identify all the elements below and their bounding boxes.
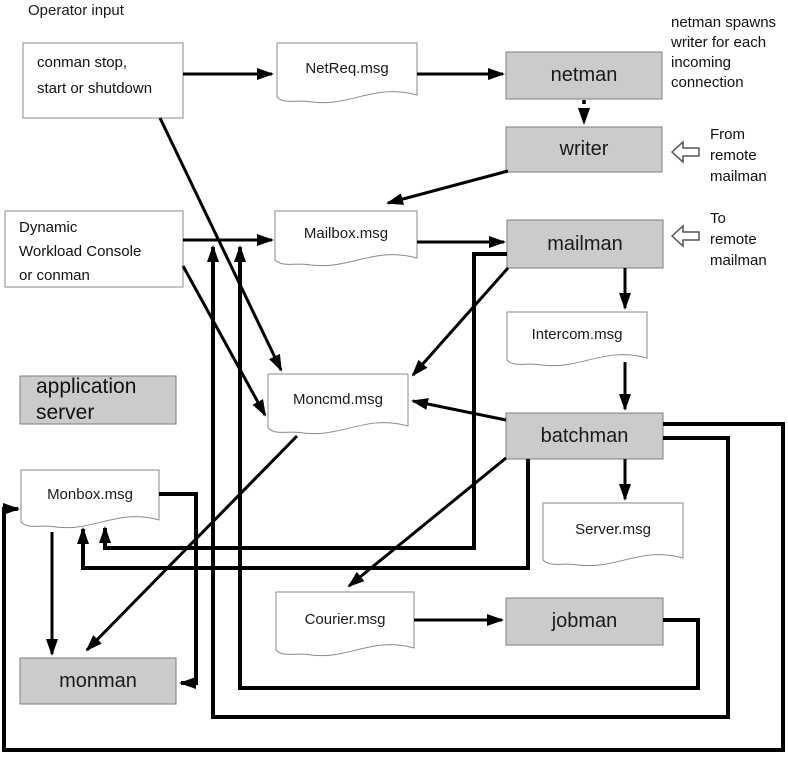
- intercom-label: Intercom.msg: [531, 325, 623, 343]
- edge-batchman-to-monbox-loop: [77, 459, 530, 570]
- batchman-box: [505, 412, 664, 460]
- from-remote-arrow-icon: [670, 140, 700, 164]
- edge-writer-to-mailbox: [386, 169, 509, 205]
- edge-batchman-to-moncmd: [411, 398, 507, 422]
- edge-jobman-feedback-loop: [234, 245, 700, 690]
- jobman-label: jobman: [551, 610, 618, 632]
- netman-box: [505, 51, 663, 100]
- mailman-box: [506, 219, 664, 269]
- courier-doc: [275, 591, 415, 657]
- to-remote-note: To remote mailman: [710, 210, 767, 269]
- netreq-doc: [276, 42, 418, 104]
- application-server-label: application server: [36, 375, 137, 424]
- moncmd-label: Moncmd.msg: [292, 390, 384, 408]
- edge-batchman-feedback-loop: [207, 245, 730, 719]
- batchman-label: batchman: [540, 424, 629, 447]
- edge-dwc-to-moncmd: [181, 265, 267, 417]
- monman-box: [19, 657, 177, 705]
- conman-input-label: conman stop, start or shutdown: [37, 54, 153, 97]
- dwc-input-box: [4, 210, 184, 288]
- edge-mailman-to-monbox-loop: [99, 252, 507, 550]
- edge-batchman-to-courier: [347, 456, 507, 588]
- mailman-label: mailman: [547, 232, 623, 255]
- conman-input-box: [22, 42, 184, 119]
- mailbox-label: Mailbox.msg: [303, 225, 389, 243]
- courier-label: Courier.msg: [304, 610, 386, 628]
- jobman-box: [505, 597, 664, 646]
- server-doc: [542, 502, 684, 567]
- edge-batchman-to-monbox-outer-loop: [2, 422, 785, 752]
- server-label: Server.msg: [575, 521, 651, 539]
- edge-moncmd-to-monman: [85, 434, 299, 652]
- to-remote-arrow-icon: [670, 224, 700, 248]
- netman-spawns-note: netman spawns writer for each incoming c…: [671, 14, 777, 91]
- writer-label: writer: [559, 138, 609, 160]
- edge-conman-to-moncmd: [158, 117, 283, 372]
- operator-input-title: Operator input: [28, 2, 124, 19]
- application-server-box: [19, 375, 177, 425]
- from-remote-note: From remote mailman: [710, 126, 767, 185]
- monman-label: monman: [59, 669, 137, 692]
- netreq-label: NetReq.msg: [305, 59, 389, 77]
- intercom-doc: [506, 311, 648, 367]
- mailbox-doc: [274, 210, 418, 267]
- dwc-input-label: Dynamic Workload Console or conman: [19, 219, 142, 284]
- monbox-label: Monbox.msg: [47, 485, 133, 503]
- moncmd-doc: [267, 373, 409, 435]
- monbox-doc: [20, 469, 160, 529]
- edge-mailman-to-moncmd: [411, 267, 510, 377]
- writer-box: [505, 126, 663, 173]
- netman-label: netman: [550, 64, 618, 86]
- edge-monbox-to-monman-loop: [159, 492, 198, 689]
